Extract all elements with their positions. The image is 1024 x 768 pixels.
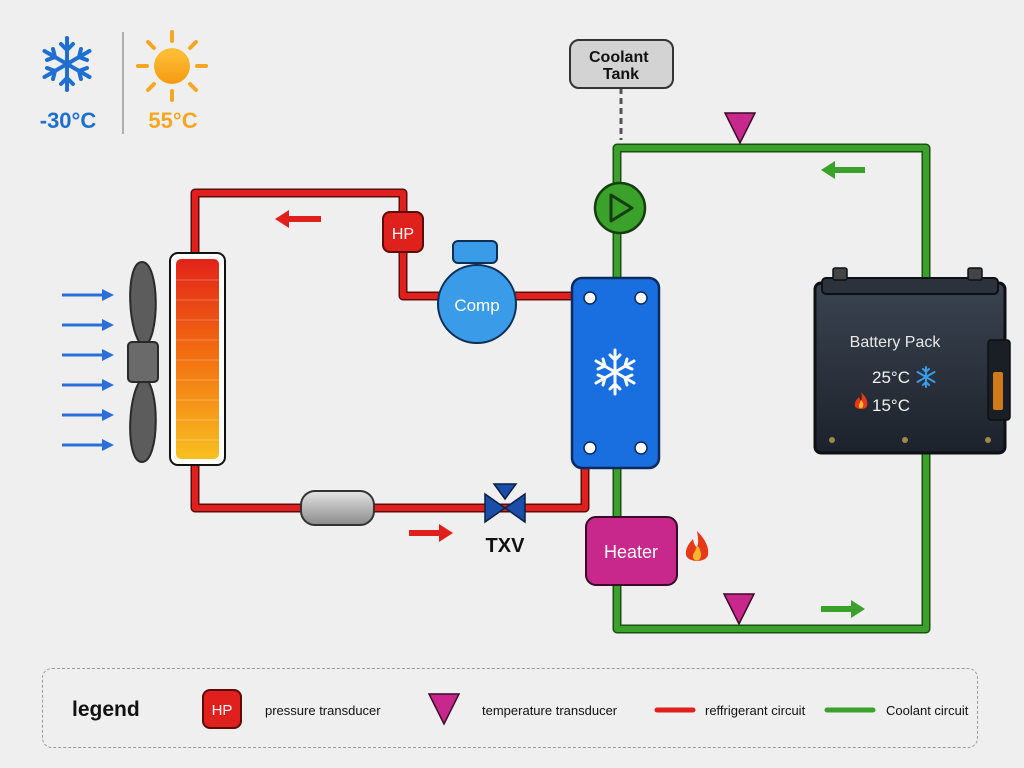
snowflake-icon [594,348,636,396]
battery-cool-temperature: 25°C [872,368,910,387]
air-flow-arrow [62,439,114,451]
coolant-flow-arrow-bottom [821,600,865,618]
legend-temperature-transducer-label: temperature transducer [482,703,618,718]
compressor: Comp [437,240,517,344]
legend-coolant-label: Coolant circuit [886,703,969,718]
air-flow-arrow [62,349,114,361]
hot-condition: 55°C [136,30,208,133]
heater-label: Heater [604,542,658,562]
temperature-transducer-bottom [722,593,756,626]
legend-refrigerant-label: reffrigerant circuit [705,703,806,718]
heater: Heater [585,516,678,586]
coolant-tank: Coolant Tank [569,39,674,89]
battery-pack: Battery Pack 25°C 15°C [813,267,1011,455]
refrigerant-circuit [190,188,590,513]
temperature-transducer-top [723,112,757,145]
receiver-drier [300,490,375,526]
compressor-label: Comp [454,296,499,315]
expansion-valve-icon [484,483,526,524]
air-flow-arrow [62,409,114,421]
sun-icon [136,30,208,102]
flame-icon [854,392,868,409]
pressure-transducer: HP [382,211,424,253]
legend-pressure-transducer-label: pressure transducer [265,703,381,718]
refrigerant-flow-arrow-top [275,210,321,228]
cold-condition: -30°C [40,36,97,133]
condenser-fan-icon [127,260,159,464]
coolant-tank-label: Coolant Tank [589,49,653,83]
snowflake-icon [916,366,936,388]
snowflake-icon [42,36,92,92]
condenser [169,252,226,466]
hot-temperature-label: 55°C [148,108,197,133]
coolant-flow-arrow-top [821,161,865,179]
legend-title: legend [72,698,140,721]
legend-temperature-transducer-icon [427,693,461,726]
refrigerant-flow-arrow-bottom [409,524,453,542]
legend-pressure-tag: HP [212,702,233,719]
expansion-valve-label: TXV [486,535,526,557]
air-flow-arrow [62,289,114,301]
coolant-circuit [612,143,931,634]
coolant-pump-icon [593,181,647,235]
legend-panel [42,668,978,748]
pressure-transducer-tag: HP [392,226,414,243]
flame-icon [685,531,709,561]
chiller-heat-exchanger [570,276,661,470]
air-flow-arrow [62,319,114,331]
legend-pressure-transducer-icon: HP [202,689,242,729]
battery-heat-temperature: 15°C [872,396,910,415]
air-flow-arrows [62,289,114,451]
air-flow-arrow [62,379,114,391]
battery-pack-title: Battery Pack [850,334,942,351]
cold-temperature-label: -30°C [40,108,97,133]
